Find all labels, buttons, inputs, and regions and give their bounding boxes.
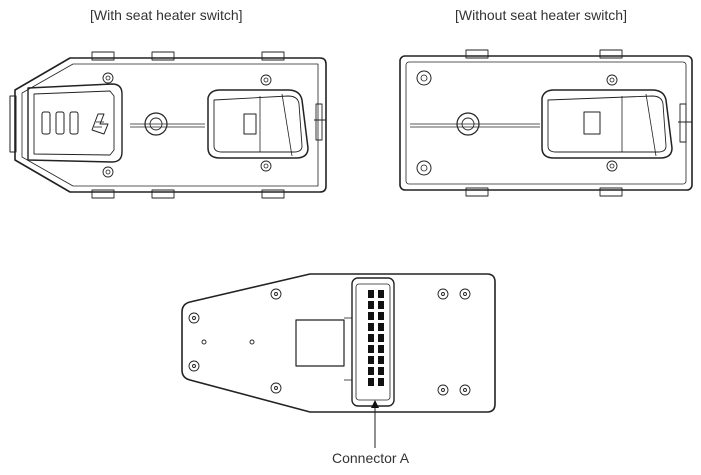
caption-with-seat-heater-switch: [With seat heater switch] xyxy=(90,7,243,23)
switch-assembly-with-heater xyxy=(9,51,327,199)
connector-pins xyxy=(368,290,384,386)
switch-assembly-without-heater xyxy=(399,49,693,197)
connector-a-arrow xyxy=(371,400,379,408)
connector-a-label: Connector A xyxy=(332,450,410,466)
caption-without-seat-heater-switch: [Without seat heater switch] xyxy=(455,7,627,23)
switch-back-view xyxy=(181,273,496,448)
